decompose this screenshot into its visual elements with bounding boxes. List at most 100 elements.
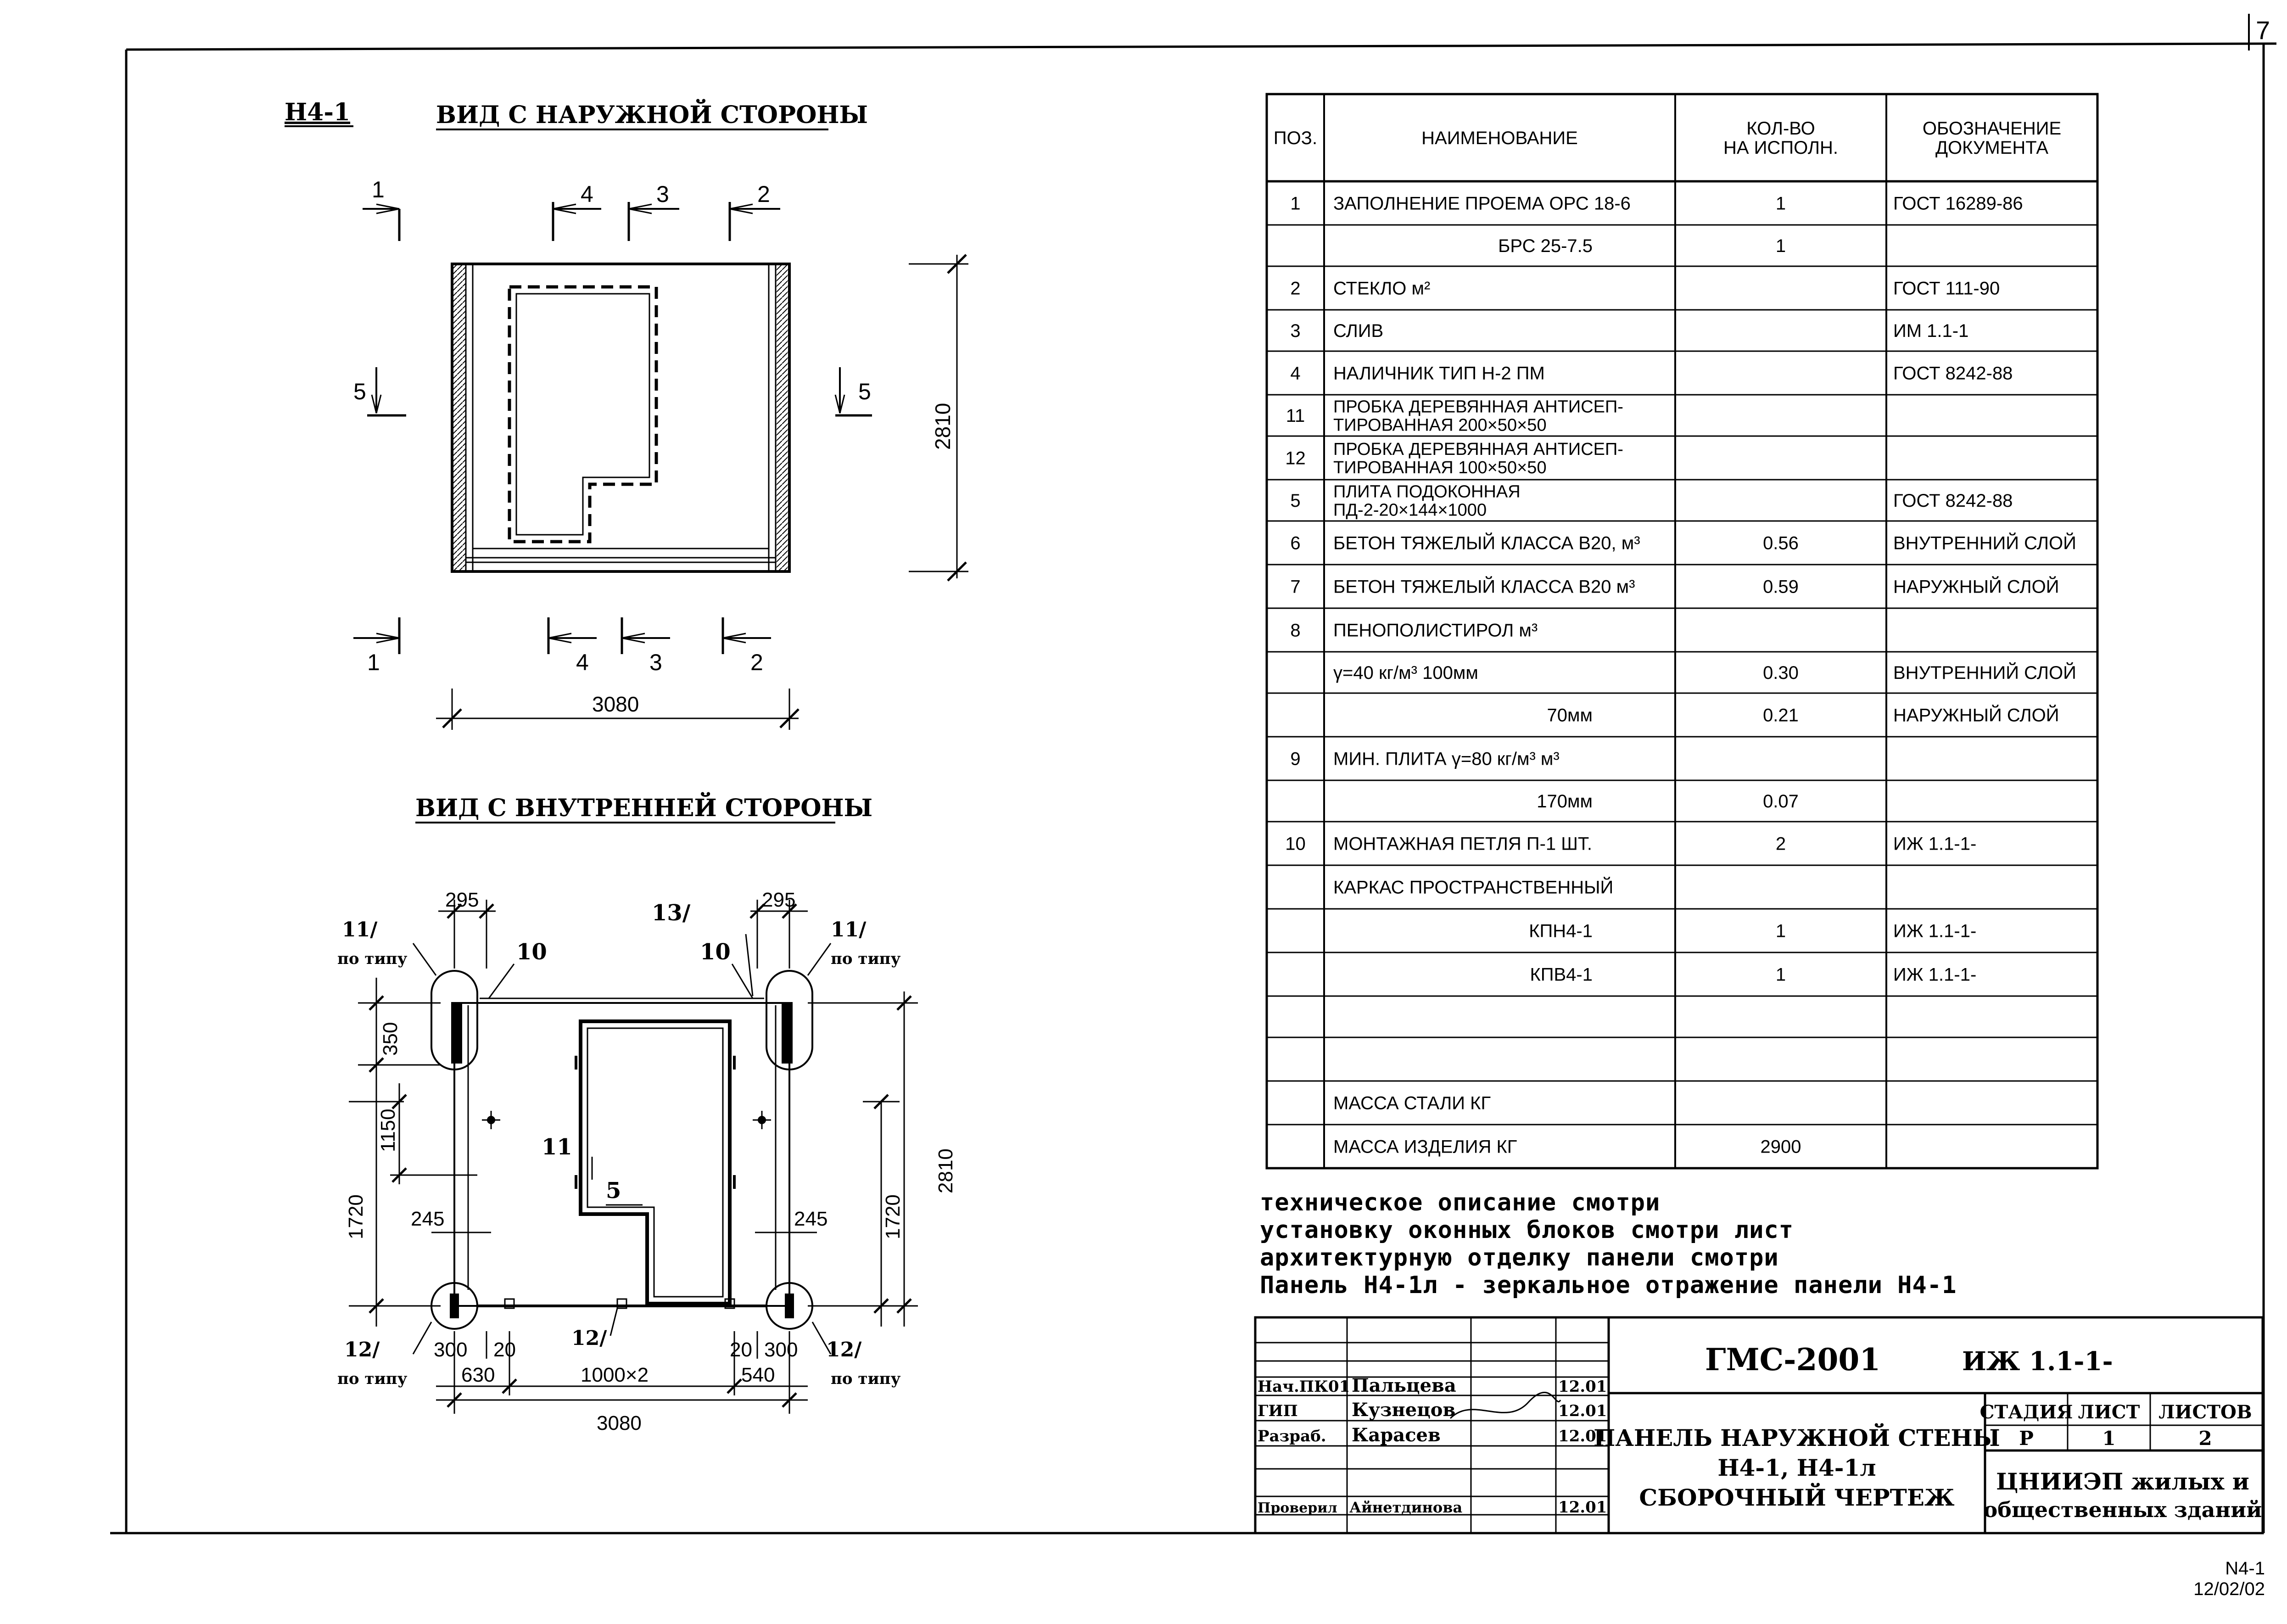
spec-doc: ВНУТРЕННИЙ СЛОЙ: [1893, 532, 2076, 554]
view-outside: Н4-1 ВИД С НАРУЖНОЙ СТОРОНЫ 1 4 3 2: [285, 98, 968, 730]
dim-300-right: 300: [764, 1338, 798, 1361]
header-name: НАИМЕНОВАНИЕ: [1421, 128, 1578, 148]
dim-245-right: 245: [794, 1208, 828, 1230]
dim-295-left: 295: [445, 889, 479, 911]
date-4: 12.01: [1558, 1498, 1607, 1517]
dim-width-3080: 3080: [592, 692, 639, 716]
spec-pos: 8: [1290, 621, 1300, 641]
role-4: Проверил: [1258, 1500, 1337, 1516]
stage-label: СТАДИЯ: [1980, 1401, 2073, 1423]
callout-12-left: 12/: [344, 1338, 380, 1361]
section-3-top: 3: [656, 181, 669, 207]
spec-name: МАССА ИЗДЕЛИЯ КГ: [1333, 1137, 1517, 1157]
section-2-top: 2: [757, 181, 770, 207]
callout-po-tipu-12-right: по типу: [831, 1370, 901, 1388]
spec-doc: ГОСТ 8242-88: [1893, 364, 2013, 384]
title-block-doc-number: ИЖ 1.1-1-: [1962, 1346, 2113, 1377]
role-1: Нач.ПК01: [1258, 1378, 1350, 1396]
dim-1000x2: 1000×2: [581, 1364, 649, 1386]
view-mark: Н4-1: [285, 98, 350, 126]
dim-1720-right: 1720: [882, 1194, 904, 1239]
spec-pos: 6: [1290, 533, 1300, 554]
spec-doc: НАРУЖНЫЙ СЛОЙ: [1893, 576, 2059, 597]
org-line-1: ЦНИИЭП жилых и: [1996, 1468, 2249, 1495]
spec-name: БЕТОН ТЯЖЕЛЫЙ КЛАССА В20, м³: [1333, 532, 1640, 554]
spec-qty: 0.07: [1763, 791, 1799, 812]
name-1: Пальцева: [1352, 1375, 1456, 1396]
name-3: Карасев: [1352, 1424, 1441, 1446]
spec-pos: 1: [1290, 194, 1300, 214]
dim-295-right: 295: [762, 889, 795, 911]
callout-po-tipu-11-left: по типу: [337, 950, 408, 968]
callout-11-right: 11/: [831, 918, 867, 941]
dim-height-2810: 2810: [931, 403, 955, 450]
spec-qty: 1: [1776, 236, 1786, 256]
section-4-top: 4: [581, 181, 593, 207]
spec-qty: 0.56: [1763, 533, 1799, 554]
sheets-value: 2: [2198, 1427, 2212, 1450]
signature: [1449, 1391, 1561, 1419]
section-2-bottom: 2: [750, 650, 763, 675]
spec-name: МАССА СТАЛИ КГ: [1333, 1093, 1491, 1114]
spec-pos: 11: [1286, 406, 1305, 426]
footer-date: 12/02/02: [2193, 1579, 2265, 1599]
spec-qty: 1: [1776, 194, 1786, 214]
spec-name: КПВ4-1: [1530, 965, 1593, 985]
callout-12-right: 12/: [826, 1338, 862, 1361]
spec-name: γ=40 кг/м³ 100мм: [1333, 663, 1478, 683]
spec-qty: 2900: [1761, 1137, 1801, 1157]
date-2: 12.01: [1558, 1402, 1607, 1420]
stage-value: Р: [2019, 1427, 2034, 1450]
view-outside-title: ВИД С НАРУЖНОЙ СТОРОНЫ: [436, 99, 868, 129]
spec-pos: 4: [1290, 364, 1300, 384]
spec-doc: ГОСТ 16289-86: [1893, 194, 2023, 214]
spec-pos: 12: [1285, 448, 1306, 469]
section-5-right: 5: [858, 379, 871, 404]
sheet-label: ЛИСТ: [2078, 1401, 2140, 1423]
spec-qty: 0.21: [1763, 706, 1799, 726]
header-pos: ПОЗ.: [1274, 128, 1317, 148]
spec-name: 70мм: [1547, 706, 1593, 726]
spec-doc: НАРУЖНЫЙ СЛОЙ: [1893, 705, 2059, 726]
note-1: техническое описание смотри: [1260, 1189, 1661, 1216]
spec-qty: 0.30: [1763, 663, 1799, 683]
spec-pos: 3: [1290, 321, 1300, 341]
sheet-value: 1: [2102, 1427, 2115, 1450]
spec-name: 170мм: [1537, 791, 1593, 812]
spec-pos: 7: [1290, 577, 1300, 597]
dim-20-left: 20: [493, 1338, 516, 1361]
spec-table-frame: [1265, 93, 2099, 1170]
date-3: 12.01: [1558, 1427, 1607, 1445]
name-4: Айнетдинова: [1349, 1499, 1462, 1516]
spec-name: БЕТОН ТЯЖЕЛЫЙ КЛАССА В20 м³: [1333, 576, 1635, 597]
dim-630: 630: [461, 1364, 495, 1386]
spec-doc: ИЖ 1.1-1-: [1893, 834, 1976, 854]
section-1-bottom: 1: [367, 650, 380, 675]
dim-540: 540: [741, 1364, 775, 1386]
spec-doc: ВНУТРЕННИЙ СЛОЙ: [1893, 662, 2076, 683]
title-line-3: СБОРОЧНЫЙ ЧЕРТЕЖ: [1639, 1482, 1955, 1511]
spec-pos: 9: [1290, 749, 1300, 769]
date-1: 12.01: [1558, 1378, 1607, 1396]
org-line-2: общественных зданий: [1984, 1497, 2262, 1522]
role-2: ГИП: [1258, 1402, 1298, 1420]
spec-qty: 1: [1776, 921, 1786, 941]
dim-20-right: 20: [730, 1338, 752, 1361]
section-5-left: 5: [353, 379, 366, 404]
spec-name: КПН4-1: [1529, 921, 1593, 941]
spec-name: ПЕНОПОЛИСТИРОЛ м³: [1333, 621, 1538, 641]
dim-300-left: 300: [434, 1338, 467, 1361]
section-4-bottom: 4: [576, 650, 589, 675]
title-line-2: Н4-1, Н4-1л: [1717, 1454, 1876, 1481]
spec-name: МИН. ПЛИТА γ=80 кг/м³ м³: [1333, 749, 1560, 769]
dim-2810-inside: 2810: [934, 1148, 957, 1193]
title-line-1: ПАНЕЛЬ НАРУЖНОЙ СТЕНЫ: [1594, 1422, 2000, 1451]
name-2: Кузнецов: [1352, 1399, 1455, 1421]
section-3-bottom: 3: [649, 650, 662, 675]
spec-name: БРС 25-7.5: [1498, 236, 1593, 256]
note-4: Панель Н4-1л - зеркальное отражение пане…: [1260, 1271, 1957, 1299]
spec-pos: 5: [1290, 491, 1300, 511]
